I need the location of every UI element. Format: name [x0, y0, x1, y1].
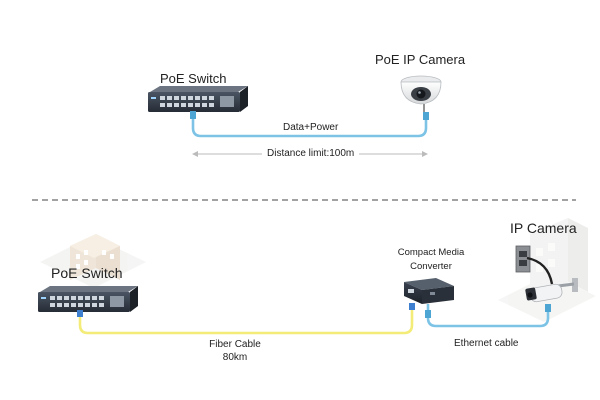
top-poe-camera-label: PoE IP Camera [375, 52, 466, 67]
fiber-plug-icon [409, 303, 415, 310]
data-power-label: Data+Power [283, 122, 339, 133]
data-power-cable [191, 114, 428, 138]
distance-limit-label: Distance limit:100m [267, 148, 355, 159]
building-icon [40, 234, 146, 288]
poe-switch-icon [148, 86, 248, 112]
ip-camera-label: IP Camera [510, 220, 577, 236]
ethernet-cable-label: Ethernet cable [454, 338, 519, 349]
converter-label-line2: Converter [410, 261, 452, 272]
rj45-plug-icon [545, 304, 551, 312]
wall-outlet-icon [515, 245, 554, 285]
rj45-plug-icon [190, 111, 196, 119]
converter-label-line1: Compact Media [397, 247, 465, 258]
top-poe-switch-label: PoE Switch [160, 71, 227, 86]
fiber-distance-label: 80km [222, 352, 248, 363]
ethernet-cable [426, 304, 550, 328]
fiber-cable-label: Fiber Cable [209, 339, 261, 350]
bullet-camera-icon [525, 278, 578, 303]
dome-camera-icon [400, 75, 442, 112]
media-converter-icon [404, 278, 454, 304]
fiber-plug-icon [77, 310, 83, 317]
poe-switch-icon [38, 286, 138, 312]
bottom-poe-switch-label: PoE Switch [51, 265, 123, 281]
rj45-plug-icon [425, 310, 431, 318]
fiber-cable [78, 306, 414, 335]
rj45-plug-icon [423, 112, 429, 120]
distance-arrow [192, 151, 428, 157]
